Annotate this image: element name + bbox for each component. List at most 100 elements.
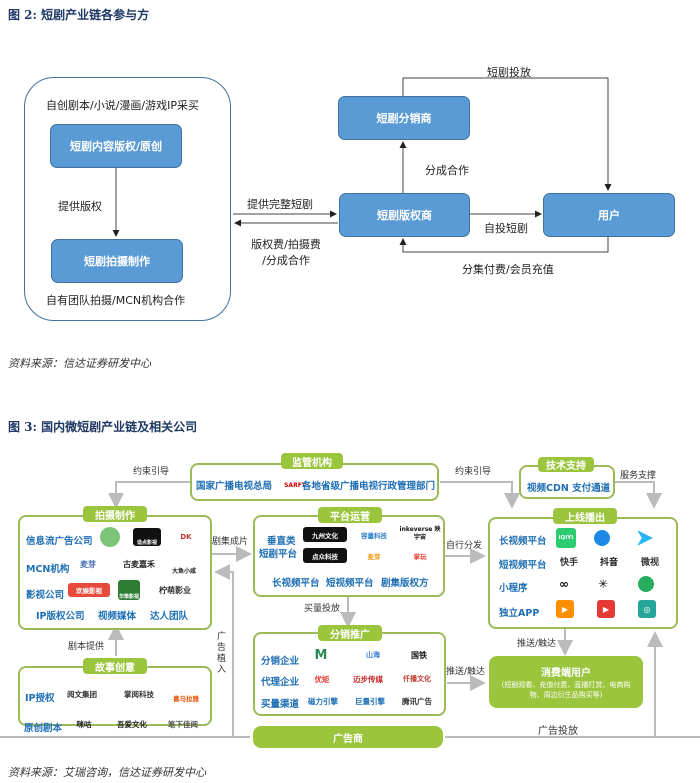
regulator-box (190, 463, 439, 501)
platform-bottom-item: 长视频平台 (272, 578, 320, 589)
edge-label-constraint-right: 约束引导 (455, 467, 492, 477)
tech-support-tag: 技术支持 (538, 457, 594, 472)
story-logo: 掌阅科技 (124, 689, 154, 699)
team-label: 自有团队拍摄/MCN机构合作 (46, 294, 186, 307)
online-row-label: 独立APP (499, 608, 540, 619)
sarft-logo: SARFT (284, 482, 306, 489)
production-logo: 麦芽 (80, 559, 96, 569)
edge-label-fees: 版权费/拍摄费 /分成合作 (246, 236, 326, 268)
production-bottom-item: IP版权公司 (36, 611, 85, 622)
edge-label-constraint-left: 约束引导 (133, 467, 170, 477)
distribution-logo: 巨量引擎 (355, 696, 385, 706)
edge-service (615, 481, 662, 509)
node-distributor: 短剧分销商 (338, 96, 470, 140)
online-logo: iQIYI (556, 528, 576, 548)
edge-label-self-dist: 自行分发 (446, 541, 483, 551)
platform-logo: 点众科技 (303, 548, 347, 563)
online-row-label: 短视频平台 (499, 560, 547, 571)
figure-2-source: 资料来源：信达证券研发中心 (8, 357, 151, 370)
platform-vertical-line2: 短剧平台 (259, 549, 298, 560)
figure-3-title: 图 3: 国内微短剧产业链及相关公司 (8, 420, 198, 434)
edge-placement (402, 77, 612, 191)
production-logo (100, 527, 120, 547)
edge-label-provide-drama: 提供完整短剧 (247, 198, 313, 211)
production-bottom-item: 达人团队 (150, 611, 189, 622)
story-logo: 咪咕 (76, 719, 92, 729)
story-logo: 吾爱文化 (117, 719, 147, 729)
online-logo: ▶ (597, 600, 615, 618)
distribution-box (253, 632, 446, 716)
distribution-logo: 迈步传媒 (353, 674, 383, 684)
distribution-tag: 分销推广 (318, 625, 382, 641)
platform-vertical-line1: 垂直类 (267, 536, 296, 547)
fees-line-2: /分成合作 (262, 254, 310, 267)
fees-line-1: 版权费/拍摄费 (251, 238, 321, 251)
platform-logo: 掌玩 (413, 552, 427, 561)
platform-logo: 容量科技 (361, 531, 387, 540)
fig2-connectors (112, 77, 612, 253)
online-logo: ✳ (597, 577, 609, 591)
online-logo: 微视 (640, 557, 659, 568)
distribution-logo: 仟播文化 (403, 675, 431, 683)
production-row-label: 影视公司 (26, 590, 65, 601)
tech-support-items: 视频CDN 支付通道 (527, 483, 611, 494)
distribution-logo: 山海 (366, 651, 380, 659)
edge-label-ad-placement: 广告投放 (538, 726, 578, 737)
online-row-label: 长视频平台 (499, 536, 547, 547)
production-logo: 造点影视 (133, 528, 161, 546)
edge-constraint-left (108, 481, 190, 509)
online-logo: ▶ (556, 600, 574, 618)
consumer-box: 消费端用户 (短剧观看、充值付费、直播打赏、电商购物、周边衍生品购买等) (489, 656, 643, 708)
story-row-label: 原创剧本 (24, 723, 63, 734)
platform-bottom-item: 剧集版权方 (381, 578, 429, 589)
edge-label-placement: 短剧投放 (487, 66, 531, 79)
story-logo: 笔下佳阅 (168, 719, 198, 729)
node-content-copyright: 短剧内容版权/原创 (50, 124, 182, 168)
edge-label-ad-insert: 广告植入 (217, 632, 227, 675)
distribution-logo: 国铁 (411, 650, 427, 660)
production-tag: 拍摄制作 (83, 506, 147, 522)
edge-label-buy-traffic: 买量投放 (304, 604, 341, 614)
figure-3-source: 资料来源：艾瑞咨询，信达证券研发中心 (8, 766, 206, 779)
edge-label-script: 剧本提供 (68, 642, 105, 652)
platform-box (253, 515, 445, 597)
platform-bottom-item: 短视频平台 (326, 578, 374, 589)
platform-logo: 麦芽 (367, 552, 381, 561)
edge-payment (399, 236, 609, 253)
production-bottom-item: 视频媒体 (98, 611, 137, 622)
edge-constraint-right (440, 481, 520, 509)
online-row-label: 小程序 (499, 583, 528, 594)
production-row-label: MCN机构 (26, 564, 70, 575)
edge-label-episodes: 剧集成片 (212, 537, 249, 547)
distribution-row-label: 分销企业 (261, 656, 300, 667)
production-row-label: 信息流广告公司 (26, 536, 93, 547)
production-logo: DK (180, 533, 192, 541)
edge-label-push-reach-2: 推送/触达 (517, 639, 557, 649)
regulator-nrta: 国家广播电视总局 (196, 481, 273, 492)
figure-2-title: 图 2: 短剧产业链各参与方 (8, 8, 150, 22)
platform-logo: 九州文化 (303, 527, 347, 542)
node-copyright-holder: 短剧版权商 (339, 193, 470, 237)
online-tag: 上线播出 (553, 508, 617, 524)
edge-label-provide-copyright: 提供版权 (58, 200, 102, 213)
distribution-logo: 磁力引擎 (308, 696, 338, 706)
story-logo: 喜马拉雅 (173, 695, 199, 703)
tencent-video-icon (594, 530, 610, 546)
ip-sourcing-label: 自创剧本/小说/漫画/游戏IP采买 (46, 99, 199, 112)
edge-label-self-placement: 自投短剧 (484, 222, 528, 235)
distribution-logo: 优矩 (314, 674, 330, 684)
online-logo: 快手 (559, 557, 578, 568)
advertiser-box: 广告商 (253, 726, 443, 748)
consumer-title: 消费端用户 (541, 668, 591, 679)
story-tag: 故事创意 (83, 658, 147, 674)
self-creation-group (24, 77, 231, 321)
online-logo: ◎ (638, 600, 656, 618)
distribution-logo: M (314, 647, 328, 663)
edge-label-service: 服务支撑 (620, 471, 657, 481)
platform-logo: inkeverse 映宇宙 (399, 526, 441, 541)
distribution-row-label: 买量渠道 (261, 699, 300, 710)
edge-label-push-reach-1: 推送/触达 (446, 667, 486, 677)
production-logo: 古麦嘉禾 (123, 559, 155, 569)
production-logo: 华策影视 (118, 580, 140, 600)
